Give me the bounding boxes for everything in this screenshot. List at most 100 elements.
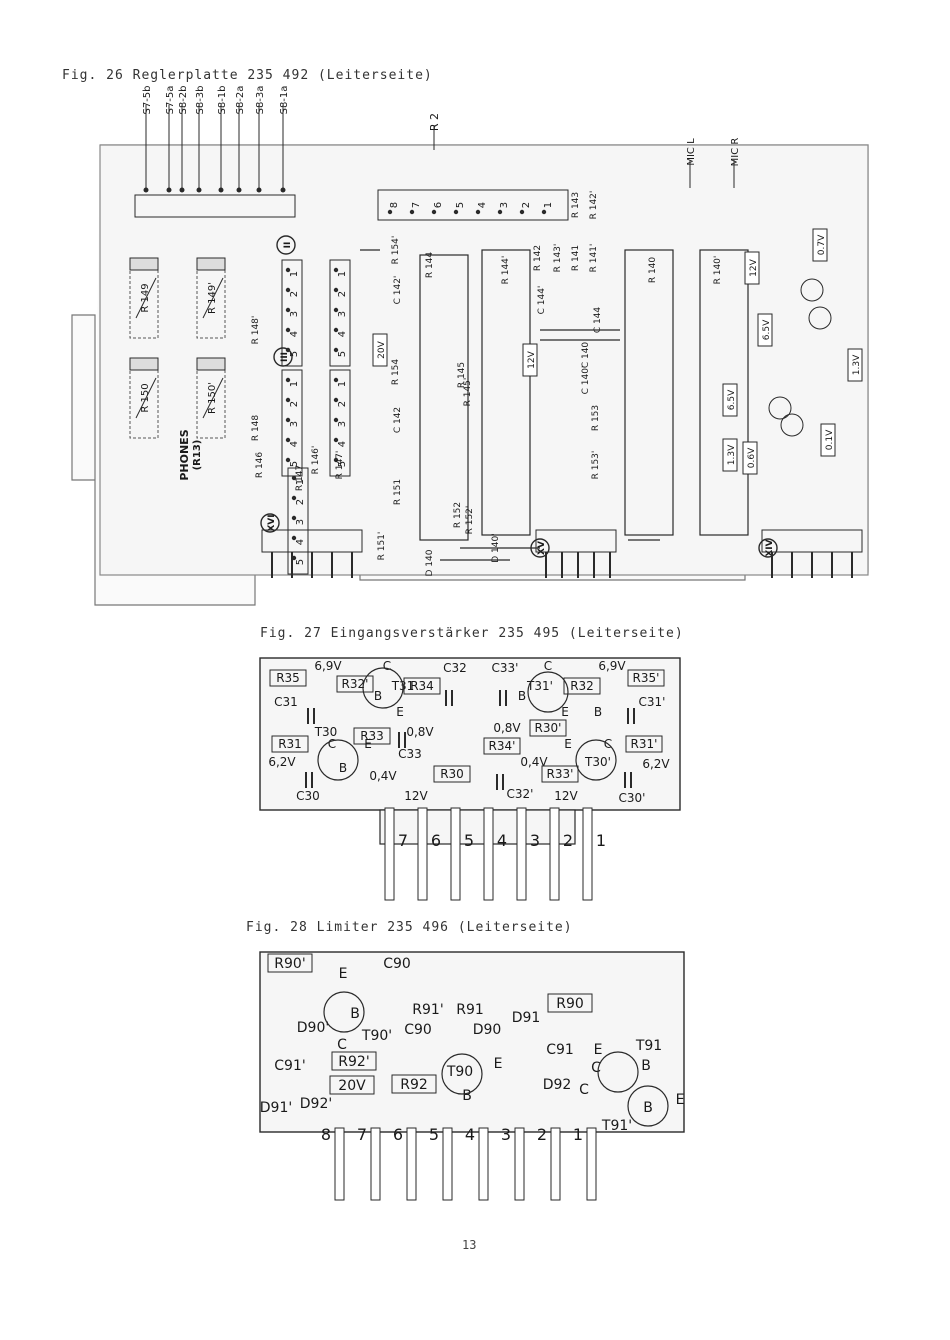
transistor-outline (575, 739, 617, 781)
resistor-wiper (135, 277, 157, 319)
pin-label: 2 (337, 291, 348, 297)
connector-label: S8-2b (178, 85, 189, 114)
resistor-terminal (196, 357, 226, 371)
fig26-caption: Fig. 26 Reglerplatte 235 492 (Leiterseit… (62, 68, 433, 83)
solder-pad (285, 377, 291, 383)
fig27-label: C (544, 659, 552, 673)
fig28-label: B (643, 1100, 653, 1116)
resistor-r149-area (129, 357, 159, 439)
solder-pad (285, 327, 291, 333)
component-label: R 151 (393, 479, 403, 505)
fig28-label: R90 (556, 996, 584, 1012)
voltage-label: 0.6V (747, 447, 757, 468)
resistor-body-large (481, 249, 531, 536)
voltage-label: 12V (527, 350, 537, 368)
fig27-pin-label: 2 (563, 831, 573, 850)
resistor-label: R 150 (140, 383, 151, 412)
solder-pad (453, 209, 459, 215)
pin-label: 2 (295, 499, 306, 505)
resistor-terminal (196, 257, 226, 271)
fig27-label: R32' (342, 677, 369, 691)
fig28-label: D92' (300, 1096, 332, 1112)
marker-label: XV (537, 541, 547, 555)
component-label: R 145 (457, 362, 467, 388)
solder-pad (541, 209, 547, 215)
pin-label: 5 (337, 461, 348, 467)
solder-pad (333, 417, 339, 423)
fig28-label: B (350, 1006, 360, 1022)
fig27-label: 6,9V (598, 659, 626, 673)
mic-r-label: MIC R (730, 138, 741, 167)
fig28-label: D92 (543, 1077, 572, 1093)
connector-label: S8-1b (217, 85, 228, 114)
resistor-body-large (699, 249, 749, 536)
fig27-label: 6,9V (314, 659, 342, 673)
pin-row-3-box (329, 259, 351, 367)
pin-label: 2 (289, 401, 300, 407)
solder-pad (333, 347, 339, 353)
pin-label: 1 (289, 271, 300, 277)
component-label: R 151' (377, 532, 387, 561)
pin-label: 3 (337, 421, 348, 427)
pin-label: 1 (295, 479, 306, 485)
transistor-outline (800, 278, 824, 302)
fig27-pin-label: 6 (431, 831, 441, 850)
pin-label: 4 (337, 441, 348, 447)
fig27-label: 0,8V (406, 725, 434, 739)
marker-label: XVI (267, 514, 277, 531)
voltage-box (742, 441, 758, 475)
component-label: R 153 (591, 405, 601, 431)
pin-label: 3 (295, 519, 306, 525)
fig27-label: C31 (274, 695, 298, 709)
fig27-label: C32 (443, 661, 467, 675)
header-pin-label: 7 (411, 202, 422, 208)
component-label: R 146' (311, 446, 321, 475)
solder-pad (285, 417, 291, 423)
transistor-outline (627, 1085, 669, 1127)
resistor-pad (336, 675, 374, 693)
resistor-pad (353, 727, 391, 745)
resistor-terminal (129, 357, 159, 371)
pin-label: 3 (289, 421, 300, 427)
resistor-wiper (202, 277, 224, 319)
fig28-label: C90 (383, 956, 411, 972)
component-label: R 140' (713, 256, 723, 285)
edge-pin (406, 1127, 417, 1201)
fig28-pin-label: 8 (321, 1125, 331, 1144)
edge-pin (582, 807, 593, 901)
pin-label: 4 (295, 539, 306, 545)
solder-pad (143, 187, 149, 193)
component-label: R 144' (501, 256, 511, 285)
edge-pin (417, 807, 428, 901)
header-pin-label: 4 (477, 202, 488, 208)
fig27-label: B (374, 689, 382, 703)
resistor-pad (391, 1074, 437, 1094)
resistor-r149-area (196, 257, 226, 339)
pin-label: 1 (337, 381, 348, 387)
voltage-label: 12V (749, 258, 759, 276)
fig27-label: R31 (278, 737, 302, 751)
fig27-label: R31' (631, 737, 658, 751)
resistor-pad (627, 669, 665, 687)
page-number: 13 (462, 1238, 477, 1252)
fig27-label: R30 (440, 767, 464, 781)
fig28-label: C91 (546, 1042, 574, 1058)
component-label: D 140 (425, 549, 435, 576)
component-label: C 142' (393, 276, 403, 305)
fig27-pin-label: 4 (497, 831, 507, 850)
connector-label: S8-3a (255, 86, 266, 115)
component-label: R 141 (571, 245, 581, 271)
component-label: C 142 (393, 407, 403, 433)
fig28-label: R90' (274, 956, 305, 972)
pin-row-2-box (281, 369, 303, 477)
fig27-label: 6,2V (268, 755, 296, 769)
solder-pad (280, 187, 286, 193)
fig28-label: C (337, 1037, 347, 1053)
resistor-wiper (135, 377, 157, 419)
component-label: R 152 (453, 502, 463, 528)
fig28-label: C (579, 1082, 589, 1098)
component-label: C 140 (581, 342, 591, 369)
component-label: R 154' (391, 236, 401, 265)
transistor-outline (441, 1053, 483, 1095)
voltage-label: 0.1V (825, 429, 835, 450)
